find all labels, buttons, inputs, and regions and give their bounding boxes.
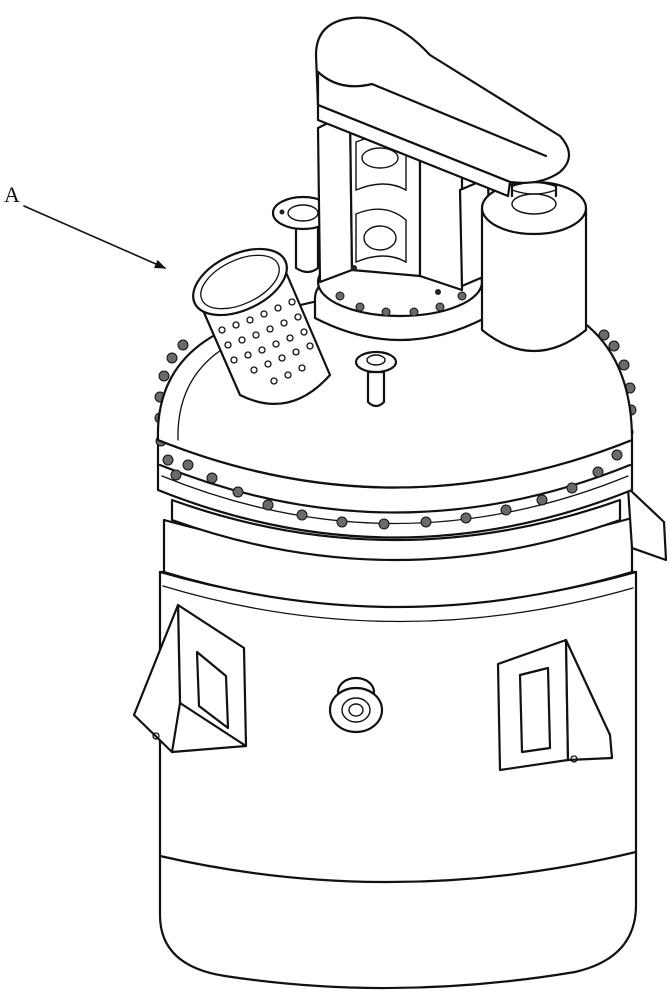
motor [480,180,588,353]
drive-housing [314,16,571,198]
probe-port [354,350,398,408]
strainer-holes [218,298,314,385]
side-nozzle [328,676,384,734]
side-bracket [626,486,668,562]
callout-arrow [23,205,167,269]
drive-mount [313,110,487,342]
support-lug-right [496,638,614,772]
flange-bolts-front [154,329,637,530]
support-lug-left [132,603,248,754]
strainer-cartridge [192,247,332,406]
callout-label: A [4,182,20,207]
